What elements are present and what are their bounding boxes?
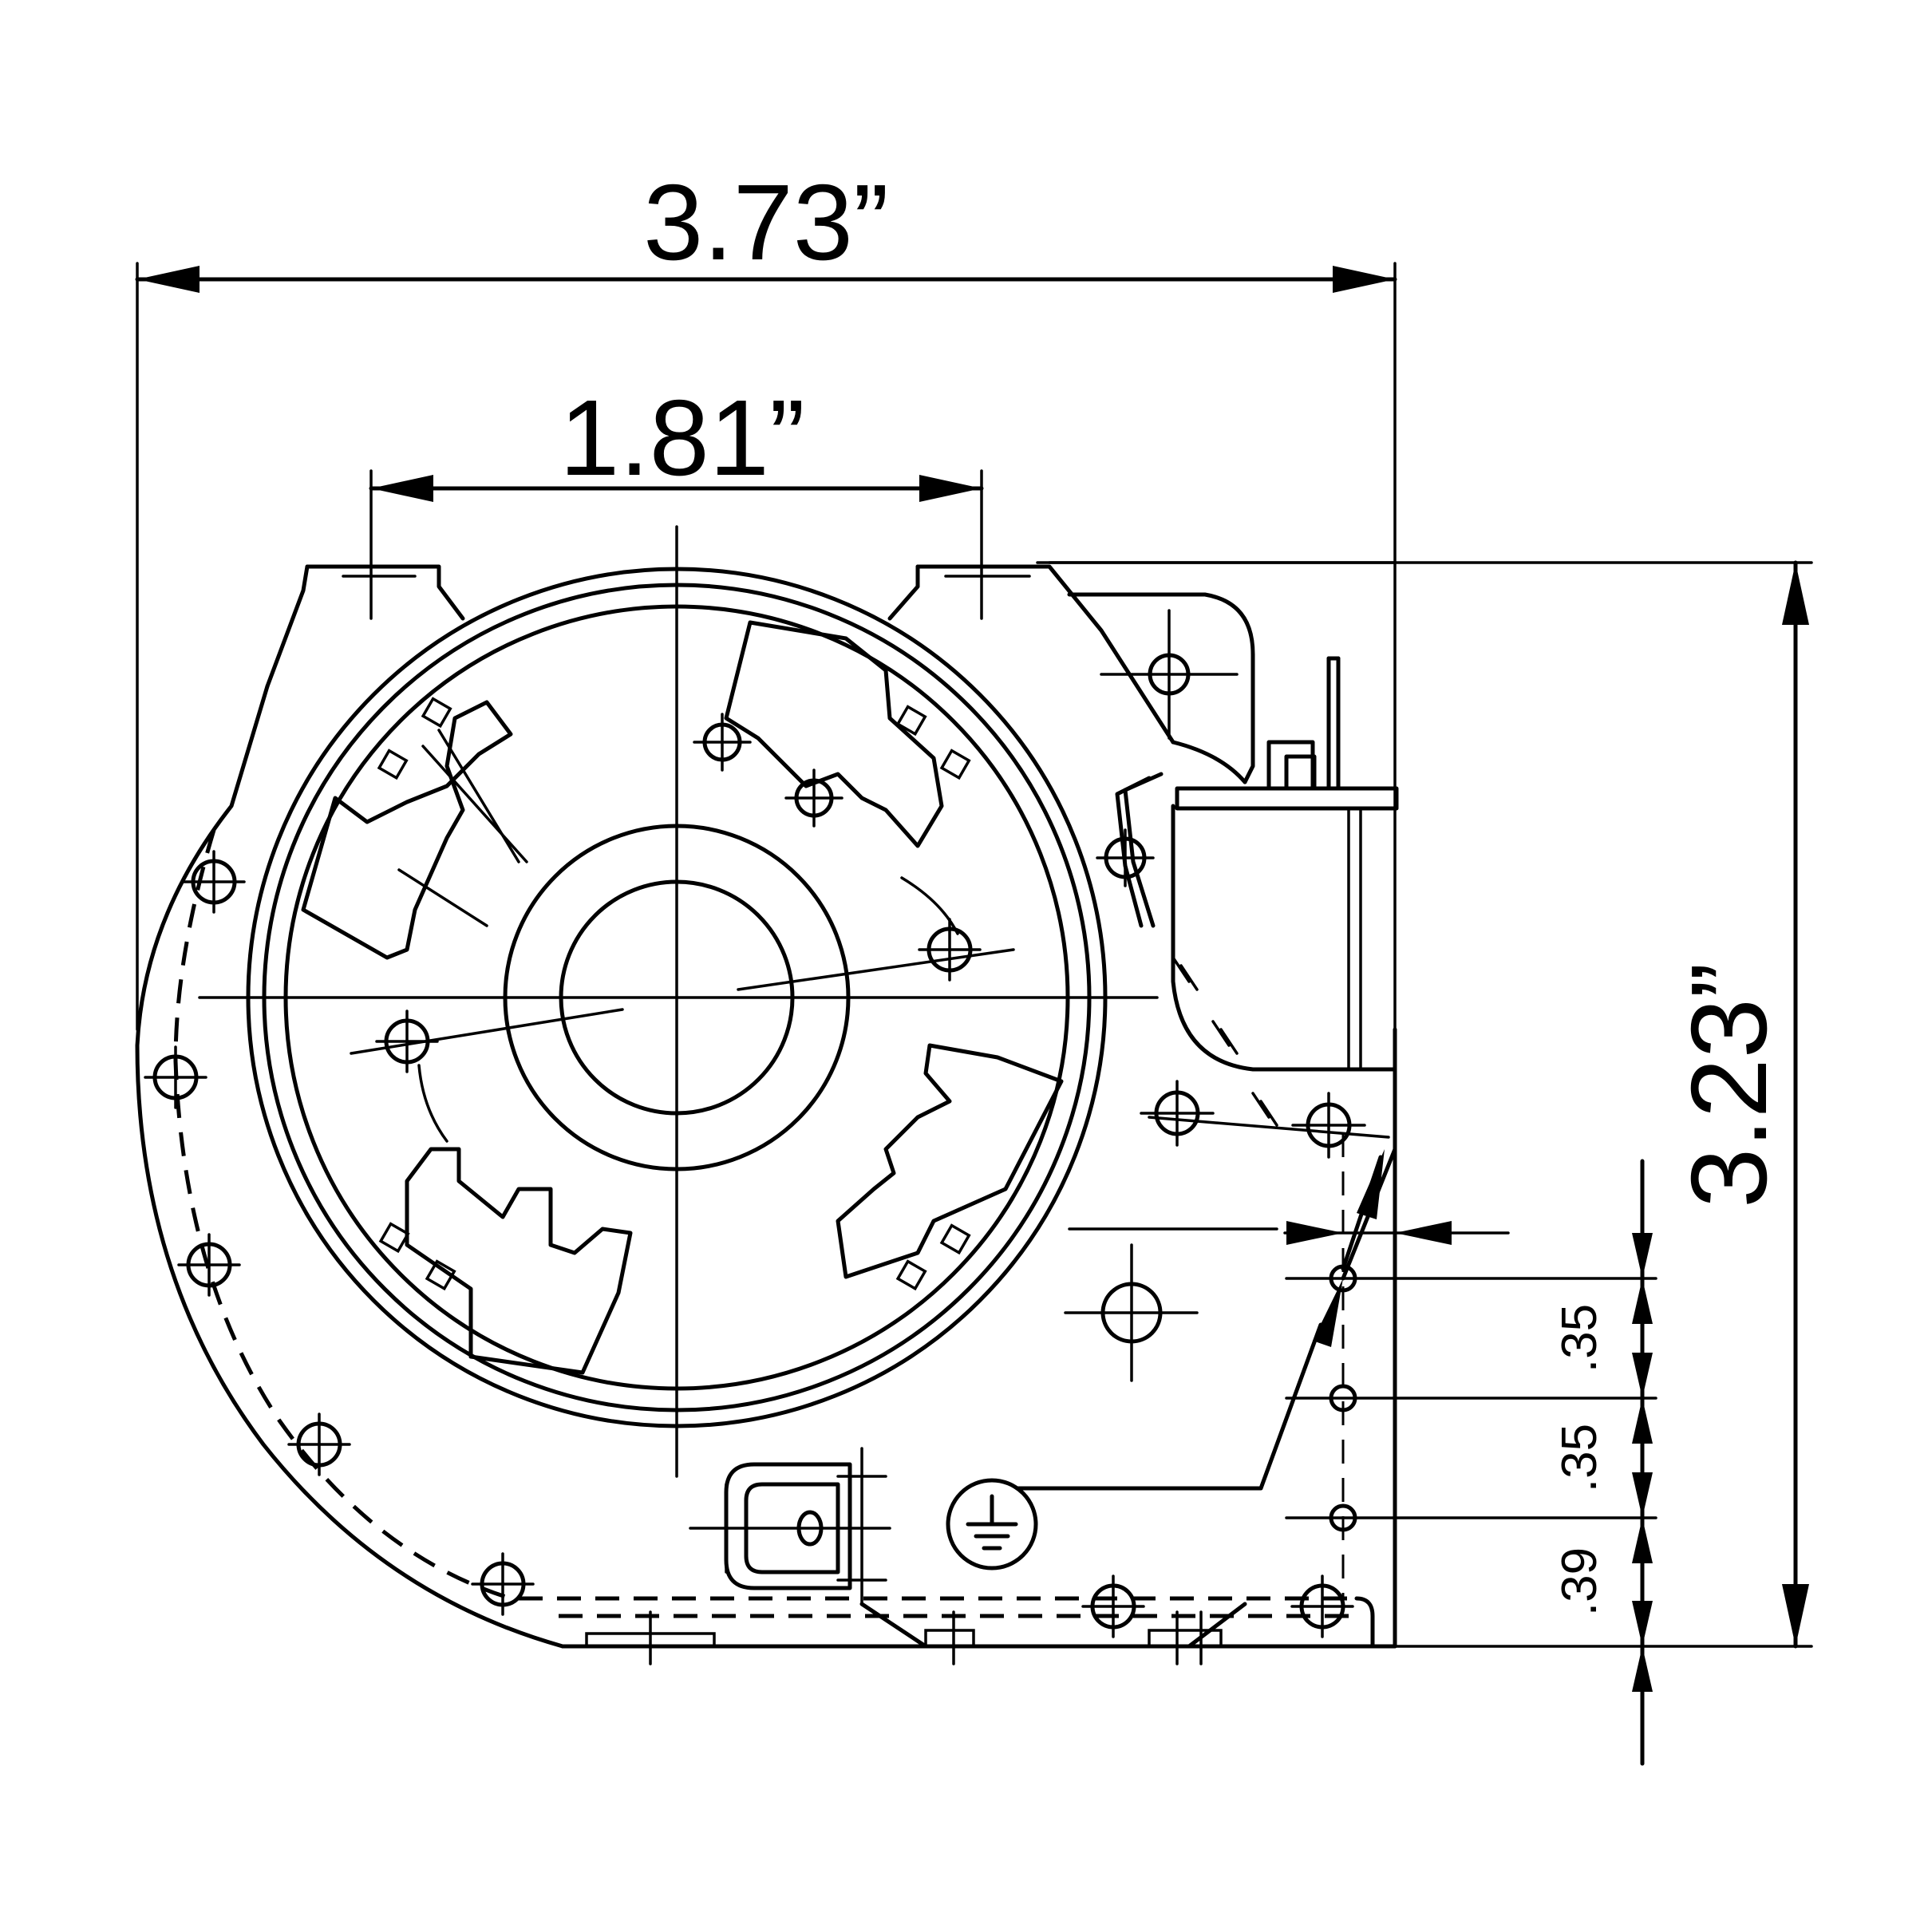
bracket-plate	[1175, 786, 1399, 811]
fasteners	[144, 609, 1390, 1638]
hole-spacing-top-label: .35	[1552, 1304, 1607, 1373]
slot	[939, 1223, 971, 1255]
screw-outlet-2	[1291, 1092, 1366, 1159]
hatch-marks	[1251, 1092, 1278, 1127]
screw-volute-5	[471, 1552, 535, 1616]
arrow	[1286, 1221, 1343, 1245]
feature-line	[421, 745, 528, 863]
ground-leader-line	[1015, 1322, 1323, 1491]
arrow-top	[1782, 563, 1809, 625]
terminal-block-inner	[744, 1482, 840, 1574]
mount-spacing-dimension: 1.81”	[369, 377, 984, 620]
bolt-circle-line	[350, 1008, 624, 1055]
leader-arrow	[1313, 1278, 1343, 1347]
outlet-duct	[1171, 804, 1397, 1072]
arrow	[1632, 1233, 1653, 1278]
base-foot-middle	[924, 1629, 975, 1648]
stamped-tab-upper-left	[301, 700, 513, 960]
bracket-outline	[1067, 592, 1255, 784]
ground-symbol	[946, 1478, 1038, 1570]
mount-tab-left-edge	[265, 564, 310, 689]
screw-outlet-1	[1140, 1080, 1215, 1147]
screw-volute-4	[287, 1412, 351, 1476]
feature-line	[437, 729, 520, 863]
base-corner	[1354, 1596, 1375, 1649]
terminal-holes	[1015, 1133, 1510, 1598]
overall-width-label: 3.73”	[643, 162, 889, 282]
stamped-tab-lower-left	[405, 1147, 633, 1375]
outlet-screw-line	[1148, 1116, 1390, 1139]
slot	[377, 749, 409, 780]
base-foot-right	[1148, 1629, 1223, 1648]
stamped-tab-lower-right	[836, 1043, 1064, 1279]
slot	[895, 1259, 927, 1291]
arrow	[1632, 1353, 1653, 1398]
volute-inner-dashed	[173, 829, 1357, 1601]
hole-spacing-middle-label: .35	[1552, 1424, 1607, 1492]
screw-bracket-top	[1100, 609, 1239, 740]
hatch-marks	[1211, 1020, 1239, 1055]
mount-tab-right-edge	[887, 564, 920, 621]
arrow-left	[137, 266, 200, 293]
slot	[421, 697, 452, 729]
arc-detail	[900, 876, 959, 935]
screw-volute-3	[177, 1233, 241, 1297]
stamped-features	[301, 620, 1064, 1375]
terminal-block	[689, 1447, 891, 1606]
overall-height-label: 3.23”	[1669, 962, 1789, 1208]
ground-circle	[946, 1478, 1038, 1570]
screw-mount-plate	[1064, 1243, 1199, 1382]
blower-housing	[135, 561, 1397, 1665]
slot	[939, 749, 971, 780]
overall-height-dimension: 3.23”	[1036, 560, 1813, 1649]
base-clip-lines	[859, 1602, 1247, 1649]
leader-arrow	[1357, 1149, 1385, 1219]
arc-detail	[417, 1064, 448, 1143]
arrow	[1632, 1601, 1653, 1646]
slot	[378, 1222, 410, 1254]
screw-motor-top-2	[784, 768, 844, 828]
arrow	[1632, 1472, 1653, 1518]
hole-bottom-offset-label: .39	[1552, 1547, 1607, 1616]
spring-clip-inner	[1115, 776, 1152, 928]
arrow	[1632, 1646, 1653, 1692]
arrow-right	[1333, 266, 1395, 293]
mount-tab-right	[915, 564, 1175, 745]
hole-spacing-dimension: .35 .35 .39	[1285, 1159, 1657, 1766]
slot	[895, 705, 927, 737]
screw-clip	[1096, 828, 1155, 887]
bracket-block-inner	[1284, 754, 1317, 791]
arrow	[1632, 1278, 1653, 1324]
arrow	[1395, 1221, 1452, 1245]
screw-base-2	[1290, 1574, 1354, 1638]
stamped-tab-upper-right	[724, 620, 944, 848]
screw-base-1	[1081, 1574, 1145, 1638]
screw-motor-right	[918, 918, 982, 982]
arrow	[1632, 1518, 1653, 1563]
overall-width-dimension: 3.73”	[135, 162, 1397, 1031]
screw-volute-1	[182, 850, 246, 914]
motor-bracket	[1067, 592, 1399, 1127]
hatch-marks	[1171, 956, 1199, 991]
arrow	[1632, 1398, 1653, 1444]
volute-outer-scroll	[135, 684, 565, 1649]
motor-face	[198, 525, 1159, 1478]
screw-motor-top-1	[693, 713, 752, 772]
bracket-lower-curve	[1171, 740, 1247, 784]
slot	[425, 1259, 456, 1291]
screw-motor-left	[375, 1009, 439, 1073]
mount-tab-left	[305, 564, 465, 621]
arrow-right	[919, 475, 982, 502]
arrow-left	[371, 475, 433, 502]
mount-spacing-label: 1.81”	[559, 377, 805, 498]
feature-line	[397, 868, 488, 927]
bracket-block	[1266, 740, 1315, 791]
arrow-bottom	[1782, 1584, 1809, 1646]
screw-volute-2	[144, 1045, 207, 1109]
bolt-circle-line	[737, 948, 1015, 991]
